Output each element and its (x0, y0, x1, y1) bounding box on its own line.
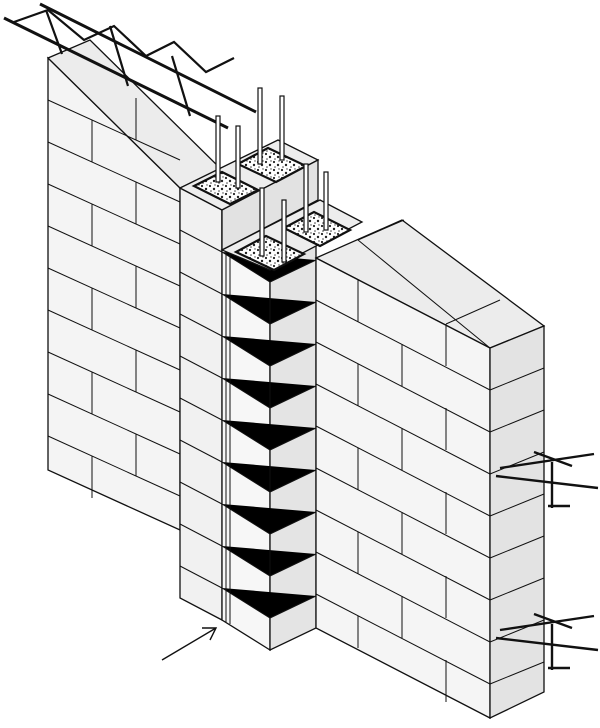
vertical-rebars (215, 87, 329, 263)
rebar-5 (303, 163, 309, 233)
tie-lower (495, 612, 599, 670)
rebar-4 (235, 125, 241, 189)
right-wall (314, 219, 546, 720)
rebar-2 (279, 95, 285, 161)
grout-cell-3 (233, 234, 307, 272)
rebar-3 (215, 115, 221, 183)
wall-ties (495, 450, 599, 670)
left-wall (46, 39, 224, 532)
rebar-7 (259, 187, 265, 257)
right-wall-bed-joints (315, 299, 491, 685)
right-wall-end (489, 325, 545, 720)
rebar-8 (281, 199, 287, 263)
rebar-1 (257, 87, 263, 165)
right-wall-head-joints (357, 280, 447, 702)
arrow-indicator (161, 627, 218, 661)
pilaster-left-joints (179, 229, 223, 589)
left-wall-head-joints (91, 98, 137, 498)
grout-cell-1 (191, 170, 261, 206)
rebar-6 (323, 171, 329, 231)
ladder-reinforcement-top (3, 2, 257, 130)
tie-upper (495, 450, 599, 508)
left-wall-bed-joints (47, 99, 181, 497)
pilaster-left-face (179, 186, 223, 622)
